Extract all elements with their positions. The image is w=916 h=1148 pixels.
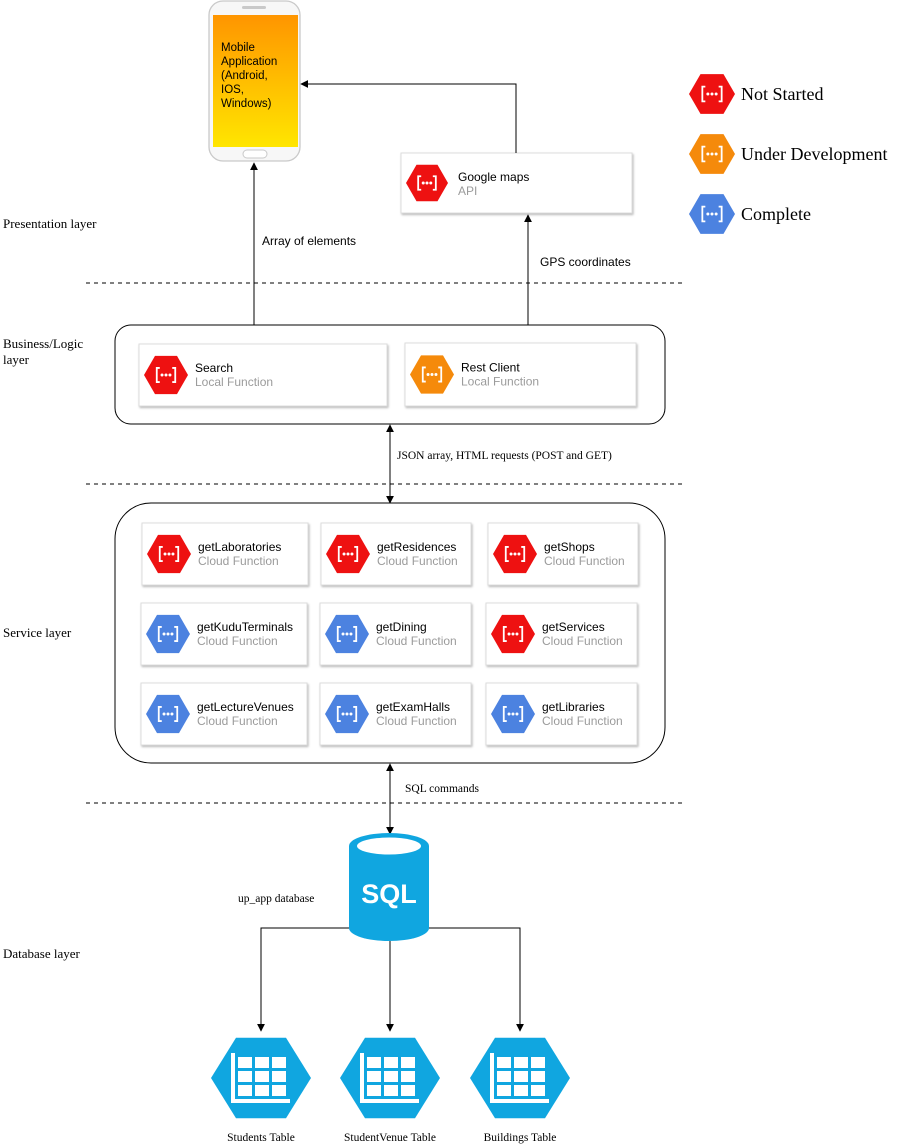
google-maps-icon <box>406 164 448 202</box>
mobile-app-label: Mobile Application (Android, IOS, Window… <box>221 42 280 110</box>
table-grid-icon <box>340 1037 440 1119</box>
function-title: getLibraries <box>542 700 605 714</box>
table-label: Buildings Table <box>484 1132 557 1144</box>
edge-maps-to-mobile <box>300 80 517 153</box>
table-label: StudentVenue Table <box>344 1132 436 1144</box>
cloud-function-icon <box>493 534 537 574</box>
legend-under_development-icon <box>689 134 735 174</box>
cloud-function-icon <box>325 614 369 654</box>
edge-label-array-of-elements: Array of elements <box>262 234 356 248</box>
function-title: getServices <box>542 620 605 634</box>
cloud-function-icon <box>491 694 535 734</box>
table-label: Students Table <box>227 1132 295 1144</box>
legend-complete-icon <box>689 194 735 234</box>
function-title: getKuduTerminals <box>197 620 293 634</box>
function-subtitle: Cloud Function <box>376 634 457 648</box>
edge-label-gps-coordinates: GPS coordinates <box>540 255 631 269</box>
legend-label: Under Development <box>741 144 887 164</box>
google-maps-card: Google maps API <box>400 152 633 214</box>
mobile-screen <box>213 15 298 147</box>
sql-database-icon: SQL <box>349 833 429 941</box>
function-subtitle: Cloud Function <box>376 714 457 728</box>
layer-label-service: Service layer <box>3 625 72 640</box>
function-subtitle: Cloud Function <box>544 554 625 568</box>
function-title: getLaboratories <box>198 540 281 554</box>
function-subtitle: Cloud Function <box>197 634 278 648</box>
function-subtitle: Cloud Function <box>377 554 458 568</box>
google-maps-subtitle: API <box>458 184 477 198</box>
function-title: Search <box>195 361 233 375</box>
legend-label: Complete <box>741 204 811 224</box>
function-title: Rest Client <box>461 361 520 375</box>
layer-label-database: Database layer <box>3 946 81 961</box>
cloud-function-icon <box>325 694 369 734</box>
function-title: getDining <box>376 620 427 634</box>
function-subtitle: Local Function <box>195 375 273 389</box>
layer-separators <box>86 282 684 804</box>
sql-icon-label: SQL <box>361 879 417 909</box>
table-grid-icon <box>470 1037 570 1119</box>
function-title: getShops <box>544 540 595 554</box>
edge-label-sql-commands: SQL commands <box>405 783 480 795</box>
layer-label-presentation: Presentation layer <box>3 216 97 231</box>
database-name: up_app database <box>238 893 314 905</box>
function-title: getLectureVenues <box>197 700 294 714</box>
cloud-function-icon <box>491 614 535 654</box>
function-title: getExamHalls <box>376 700 450 714</box>
cloud-function-icon <box>326 534 370 574</box>
cloud-function-icon <box>146 694 190 734</box>
cloud-function-icon <box>147 534 191 574</box>
edge-label-json-requests: JSON array, HTML requests (POST and GET) <box>397 450 612 462</box>
function-title: getResidences <box>377 540 456 554</box>
table-grid-icon <box>211 1037 311 1119</box>
cloud-function-icon <box>144 355 188 395</box>
google-maps-title: Google maps <box>458 170 529 184</box>
edge-db-to-buildings <box>429 927 524 1032</box>
function-subtitle: Local Function <box>461 375 539 389</box>
layer-label-business: Business/Logic layer <box>3 336 86 367</box>
cloud-function-icon <box>146 614 190 654</box>
cloud-function-icon <box>410 355 454 394</box>
function-subtitle: Cloud Function <box>542 634 623 648</box>
function-subtitle: Cloud Function <box>198 554 279 568</box>
function-subtitle: Cloud Function <box>197 714 278 728</box>
function-subtitle: Cloud Function <box>542 714 623 728</box>
cloud-function-icon <box>406 164 448 202</box>
smartphone-icon: Mobile Application (Android, IOS, Window… <box>208 0 301 162</box>
edge-db-to-students <box>257 927 349 1032</box>
legend-label: Not Started <box>741 84 824 104</box>
legend-not_started-icon <box>689 74 735 114</box>
